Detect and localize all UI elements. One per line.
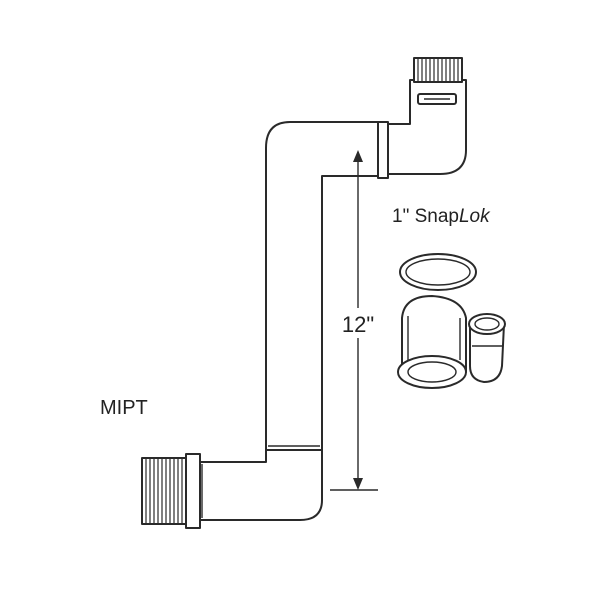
snaplok-label: 1" SnapLok	[392, 206, 491, 227]
snaplok-o-ring	[399, 253, 477, 291]
snaplok-side-insert	[468, 313, 506, 383]
snaplok-body	[397, 295, 467, 389]
dimension-label: 12"	[342, 312, 374, 337]
mipt-threaded-fitting	[141, 453, 201, 529]
snaplok-label-prefix: 1" Snap	[392, 206, 459, 227]
top-elbow	[387, 79, 467, 175]
snaplok-label-suffix: Lok	[459, 206, 491, 227]
bottom-elbow	[197, 449, 323, 521]
top-collar	[377, 121, 389, 179]
dimension-label-bg	[336, 308, 380, 338]
riser-pipe	[265, 121, 381, 453]
top-threaded-fitting	[413, 57, 463, 83]
mipt-label: MIPT	[100, 397, 148, 419]
